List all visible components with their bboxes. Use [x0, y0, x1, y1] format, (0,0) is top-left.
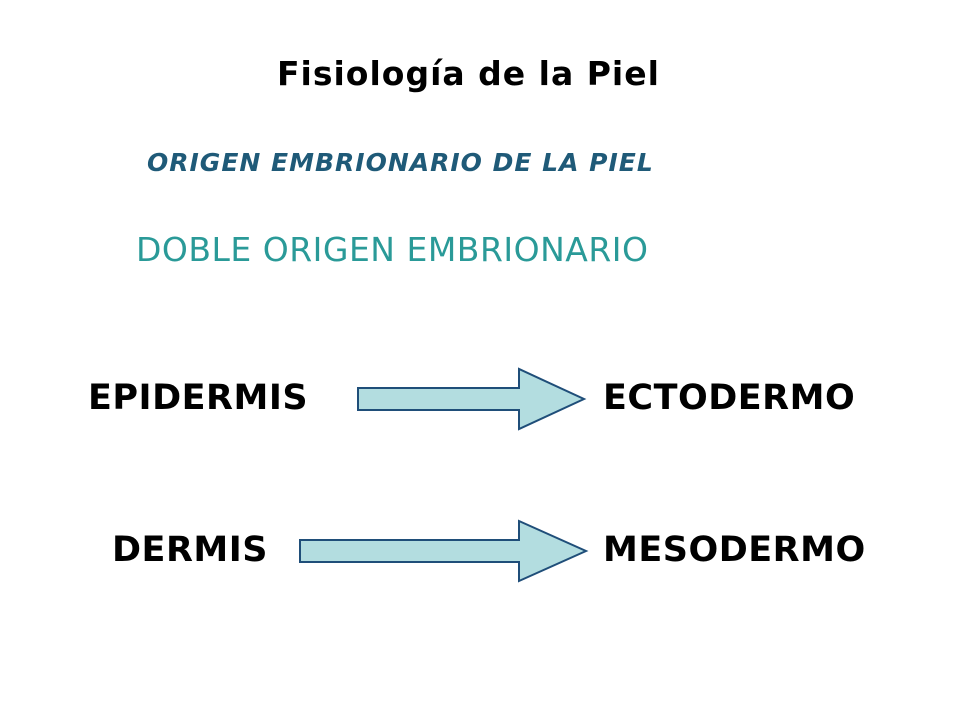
- slide-title: Fisiología de la Piel: [277, 54, 660, 93]
- epidermis-label: EPIDERMIS: [88, 378, 309, 418]
- dermis-label: DERMIS: [112, 530, 268, 570]
- slide-heading: DOBLE ORIGEN EMBRIONARIO: [136, 230, 649, 269]
- ectodermo-label: ECTODERMO: [603, 378, 856, 418]
- right-arrow-icon: [357, 367, 587, 431]
- slide-subtitle: ORIGEN EMBRIONARIO DE LA PIEL: [147, 148, 654, 177]
- mesodermo-label: MESODERMO: [603, 530, 866, 570]
- right-arrow-icon: [299, 519, 589, 583]
